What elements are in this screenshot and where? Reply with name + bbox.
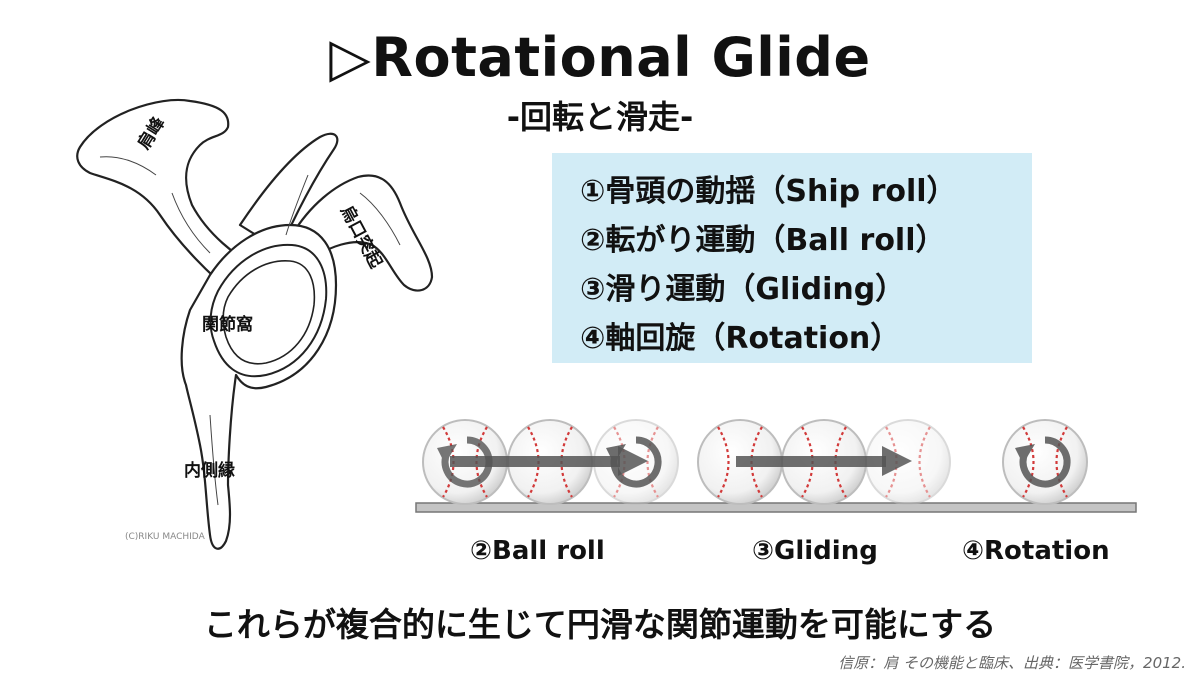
- glenoid-ring-outer: [209, 243, 328, 378]
- slide-title: ▷Rotational Glide: [329, 26, 871, 89]
- ground-bar: [415, 502, 1137, 513]
- copyright-text: (C)RIKU MACHIDA: [125, 532, 205, 542]
- gliding-label: ③Gliding: [752, 536, 878, 566]
- rotation-ball: [1001, 418, 1089, 506]
- source-citation: 信原：肩 その機能と臨床、出典：医学書院，2012.: [838, 654, 1186, 672]
- gliding-arrow: [736, 446, 912, 476]
- subtitle-text: -回転と滑走-: [506, 98, 694, 136]
- ball-roll-arrow: [450, 446, 648, 476]
- glenoid-label: 関節窩: [202, 315, 253, 335]
- rotation-label: ④Rotation: [962, 536, 1110, 566]
- conclusion-text: これらが複合的に生じて円滑な関節運動を可能にする: [203, 605, 997, 644]
- scapula-spine: [238, 132, 339, 252]
- coracoid-shape: [290, 174, 434, 292]
- motion-types-box: ①骨頭の動揺（Ship roll） ②転がり運動（Ball roll） ③滑り運…: [552, 153, 1032, 363]
- medial-border-label: 内側縁: [184, 461, 235, 481]
- motion-diagram: [415, 418, 1137, 513]
- scapula-illustration: [76, 98, 434, 550]
- slide-subtitle: -回転と滑走-: [0, 92, 1200, 138]
- info-item-gliding: ③滑り運動（Gliding）: [580, 272, 906, 307]
- ball-roll-label: ②Ball roll: [470, 536, 605, 566]
- acromion-shape: [76, 98, 262, 297]
- info-item-ball-roll: ②転がり運動（Ball roll）: [580, 223, 946, 258]
- scapula-body: [180, 223, 338, 550]
- info-item-ship-roll: ①骨頭の動揺（Ship roll）: [580, 174, 957, 209]
- glenoid-ring-inner: [222, 260, 316, 365]
- info-item-rotation: ④軸回旋（Rotation）: [580, 321, 901, 356]
